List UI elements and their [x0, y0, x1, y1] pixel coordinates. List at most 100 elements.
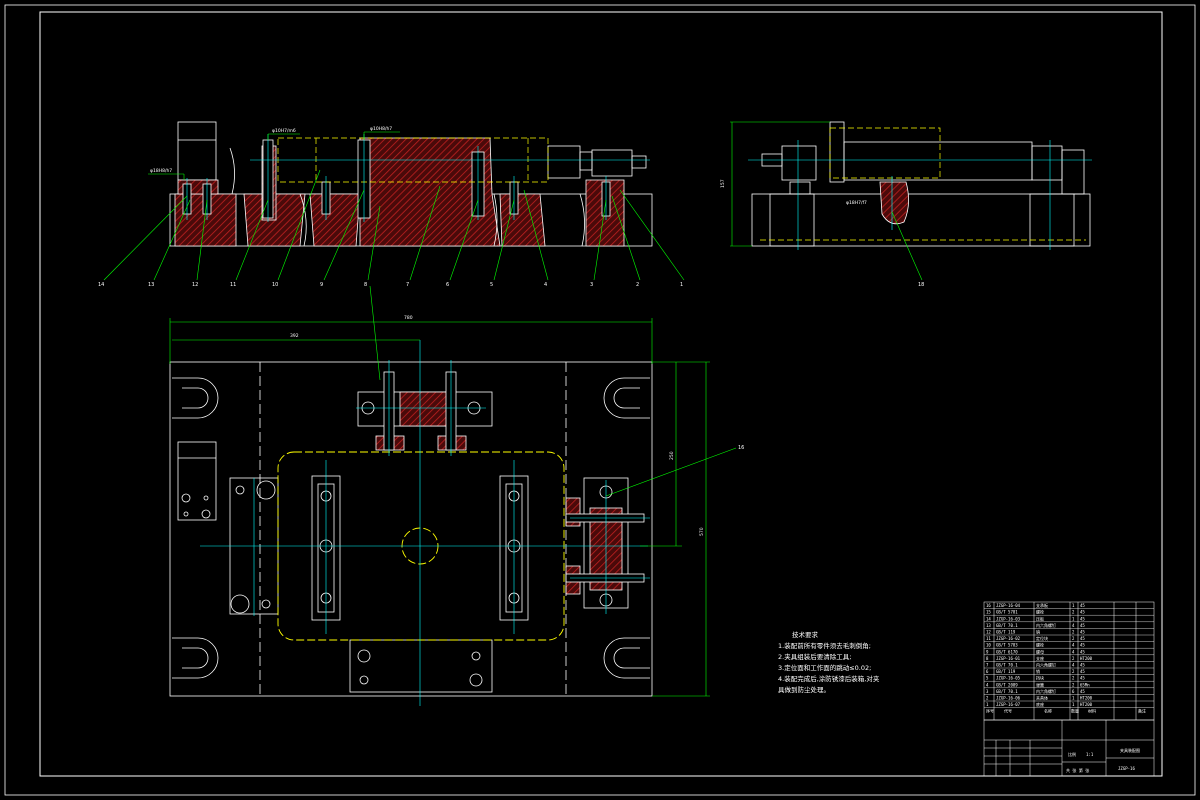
callout-13: 13 — [148, 282, 154, 288]
parts-cell-no: 2 — [986, 696, 989, 701]
parts-cell-code: JZGP-16-03 — [996, 616, 1021, 621]
parts-cell-mat: 45 — [1080, 623, 1085, 628]
parts-header-mat: 材料 — [1088, 708, 1096, 714]
parts-cell-mat: 45 — [1080, 689, 1085, 694]
front-callouts: 14 13 12 11 10 9 8 7 6 5 4 3 2 1 φ18H8/h… — [98, 126, 683, 288]
front-view-leaders — [103, 131, 685, 281]
front-view-centerlines — [186, 134, 650, 222]
parts-cell-code: GB/T 5783 — [996, 643, 1018, 648]
parts-cell-no: 13 — [986, 623, 991, 628]
parts-header-no: 序号 — [986, 708, 994, 714]
parts-cell-code: GB/T 70.1 — [996, 663, 1018, 668]
parts-cell-mat: 45 — [1080, 603, 1085, 608]
callout-14: 14 — [98, 282, 104, 288]
plan-view-centerlines — [200, 340, 650, 706]
parts-cell-qty: 1 — [1072, 603, 1075, 608]
parts-cell-qty: 2 — [1072, 630, 1075, 635]
parts-cell-mat: 45 — [1080, 630, 1085, 635]
parts-cell-mat: HT200 — [1080, 696, 1093, 701]
parts-cell-name: 内六角螺钉 — [1036, 688, 1056, 694]
title-block-scale-label: 比例 — [1068, 751, 1076, 757]
callout-12: 12 — [192, 282, 198, 288]
side-view-hidden — [760, 127, 1086, 241]
parts-cell-name: 螺母 — [1036, 648, 1044, 654]
parts-cell-mat: 45 — [1080, 616, 1085, 621]
parts-cell-code: JZGP-16-01 — [996, 656, 1021, 661]
note-line-4: 4.装配完成后,涂防锈漆后装箱,对夹 — [778, 675, 880, 683]
fit-label-2: φ10H7/m6 — [272, 128, 296, 134]
parts-cell-name: 支承板 — [1036, 602, 1048, 608]
parts-cell-no: 16 — [986, 603, 991, 608]
side-dim-height: 157 — [720, 179, 726, 188]
callout-4: 4 — [544, 282, 547, 288]
front-view — [169, 121, 653, 247]
title-block-drawing-no: JZGP-16 — [1118, 766, 1135, 771]
note-line-2: 2.夹具组装后要清除工具; — [778, 653, 852, 661]
parts-cell-no: 11 — [986, 636, 991, 641]
callout-18: 18 — [918, 282, 924, 288]
parts-cell-name: 内六角螺钉 — [1036, 662, 1056, 668]
title-block-scale: 1:1 — [1086, 752, 1094, 757]
callout-6: 6 — [446, 282, 449, 288]
callout-8: 8 — [364, 282, 367, 288]
parts-cell-name: 底座 — [1036, 701, 1044, 707]
parts-cell-code: GB/T 119 — [996, 669, 1016, 674]
parts-cell-code: GB/T 119 — [996, 630, 1016, 635]
parts-cell-no: 15 — [986, 610, 991, 615]
parts-cell-mat: 45 — [1080, 669, 1085, 674]
note-line-5: 具做到防尘处理。 — [778, 686, 830, 694]
dim-height-250: 250 — [669, 451, 675, 460]
parts-cell-no: 6 — [986, 669, 989, 674]
parts-cell-qty: 2 — [1072, 656, 1075, 661]
parts-cell-qty: 4 — [1072, 643, 1075, 648]
parts-header-note: 备注 — [1138, 708, 1146, 714]
parts-cell-mat: 65Mn — [1080, 682, 1090, 687]
callout-11: 11 — [230, 282, 236, 288]
parts-cell-mat: HT200 — [1080, 702, 1093, 707]
title-block-sheet: 共 张 第 张 — [1066, 767, 1089, 773]
parts-cell-name: 弹簧 — [1036, 681, 1044, 687]
parts-cell-qty: 6 — [1072, 689, 1075, 694]
side-view — [751, 121, 1091, 247]
parts-cell-qty: 4 — [1072, 649, 1075, 654]
parts-cell-mat: 45 — [1080, 676, 1085, 681]
parts-cell-name: 销 — [1036, 629, 1040, 635]
parts-cell-no: 1 — [986, 702, 989, 707]
parts-cell-qty: 2 — [1072, 682, 1075, 687]
dim-height-570: 570 — [699, 527, 705, 536]
note-line-1: 1.装配前所有零件须去毛刺倒角; — [778, 642, 871, 650]
parts-cell-name: 定位块 — [1036, 635, 1048, 641]
fit-label-3: φ10H8/h7 — [370, 126, 392, 132]
parts-cell-no: 12 — [986, 630, 991, 635]
note-line-3: 3.定位面和工作面的跳动≤0.02; — [778, 664, 872, 672]
callout-2: 2 — [636, 282, 639, 288]
parts-cell-no: 7 — [986, 663, 989, 668]
side-view-dims — [730, 121, 923, 281]
dim-overall-width: 780 — [404, 315, 413, 321]
parts-cell-qty: 1 — [1072, 696, 1075, 701]
parts-cell-mat: 45 — [1080, 649, 1085, 654]
side-fit-label: φ18H7/f7 — [846, 200, 867, 206]
callout-16: 16 — [738, 445, 744, 451]
parts-cell-no: 5 — [986, 676, 989, 681]
parts-cell-code: GB/T 5781 — [996, 610, 1018, 615]
parts-header-qty: 数量 — [1071, 708, 1079, 714]
parts-cell-mat: HT200 — [1080, 656, 1093, 661]
callout-3: 3 — [590, 282, 593, 288]
parts-cell-code: JZGP-16-02 — [996, 636, 1021, 641]
parts-cell-name: 支座 — [1036, 655, 1044, 661]
callout-10: 10 — [272, 282, 278, 288]
parts-cell-no: 10 — [986, 643, 991, 648]
parts-cell-code: GB/T 6170 — [996, 649, 1018, 654]
parts-cell-name: 内六角螺钉 — [1036, 622, 1056, 628]
parts-cell-qty: 2 — [1072, 669, 1075, 674]
title-block-title: 夹具装配图 — [1120, 747, 1140, 753]
title-block — [983, 719, 1155, 777]
parts-cell-no: 4 — [986, 682, 989, 687]
side-view-centerlines — [748, 140, 1092, 250]
parts-cell-mat: 45 — [1080, 610, 1085, 615]
notes-heading: 技术要求 — [792, 631, 818, 639]
parts-cell-mat: 45 — [1080, 636, 1085, 641]
